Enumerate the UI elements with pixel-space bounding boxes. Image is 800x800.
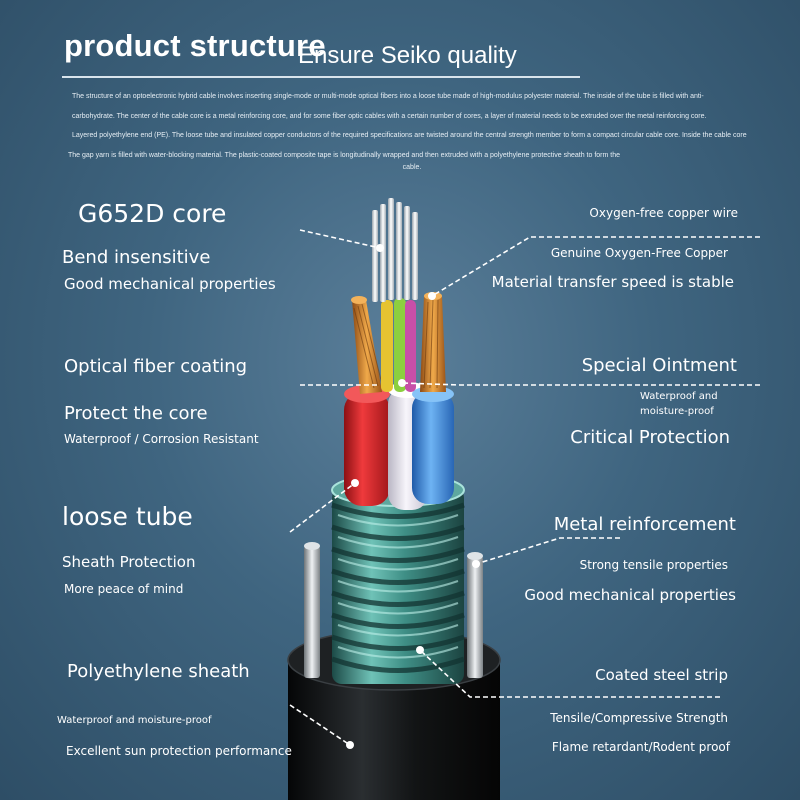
tensile-compressive-label: Tensile/Compressive Strength bbox=[550, 711, 728, 725]
copper-wire-label: Oxygen-free copper wire bbox=[589, 206, 738, 220]
optical-fibers bbox=[372, 198, 418, 302]
copper-conductors bbox=[351, 292, 446, 394]
polyethylene-sheath-label: Polyethylene sheath bbox=[67, 661, 250, 682]
metal-reinforcement-label: Metal reinforcement bbox=[553, 514, 736, 535]
ointment-waterproof-line2: moisture-proof bbox=[640, 406, 714, 417]
good-mechanical-left-label: Good mechanical properties bbox=[64, 275, 276, 293]
loose-tubes bbox=[344, 382, 454, 510]
page-title: product structure bbox=[64, 28, 326, 63]
bend-insensitive-label: Bend insensitive bbox=[62, 247, 211, 268]
sheath-protection-label: Sheath Protection bbox=[62, 553, 196, 571]
ointment-waterproof-line1: Waterproof and bbox=[640, 391, 718, 402]
intro-line: carbohydrate. The center of the cable co… bbox=[72, 112, 707, 120]
title-divider bbox=[62, 76, 580, 78]
fiber-coating-label: Optical fiber coating bbox=[64, 356, 248, 377]
strong-tensile-label: Strong tensile properties bbox=[579, 558, 728, 572]
intro-text: The structure of an optoelectronic hybri… bbox=[68, 92, 752, 183]
intro-line: The gap yarn is filled with water-blocki… bbox=[68, 151, 621, 159]
transfer-speed-label: Material transfer speed is stable bbox=[491, 273, 734, 291]
peace-of-mind-label: More peace of mind bbox=[64, 582, 184, 596]
sun-protection-label: Excellent sun protection performance bbox=[66, 744, 292, 758]
good-mechanical-right-label: Good mechanical properties bbox=[524, 586, 736, 604]
callout-dots bbox=[346, 244, 480, 749]
intro-line: Layered polyethylene end (PE). The loose… bbox=[72, 132, 747, 139]
waterproof-moisture-left-label: Waterproof and moisture-proof bbox=[57, 715, 212, 726]
waterproof-corrosion-label: Waterproof / Corrosion Resistant bbox=[64, 432, 259, 446]
genuine-copper-label: Genuine Oxygen-Free Copper bbox=[550, 246, 728, 260]
steel-rods bbox=[304, 542, 483, 678]
callout-lines bbox=[289, 229, 760, 746]
coated-steel-strip-label: Coated steel strip bbox=[595, 666, 728, 684]
intro-line: cable. bbox=[402, 164, 422, 171]
loose-tube-label: loose tube bbox=[62, 502, 193, 531]
protect-core-label: Protect the core bbox=[64, 403, 208, 424]
g652d-core-label: G652D core bbox=[78, 199, 227, 228]
special-ointment-label: Special Ointment bbox=[581, 355, 737, 376]
intro-line: The structure of an optoelectronic hybri… bbox=[72, 93, 704, 100]
flame-retardant-label: Flame retardant/Rodent proof bbox=[551, 740, 730, 754]
critical-protection-label: Critical Protection bbox=[570, 427, 730, 448]
page-subtitle: Ensure Seiko quality bbox=[298, 42, 517, 69]
